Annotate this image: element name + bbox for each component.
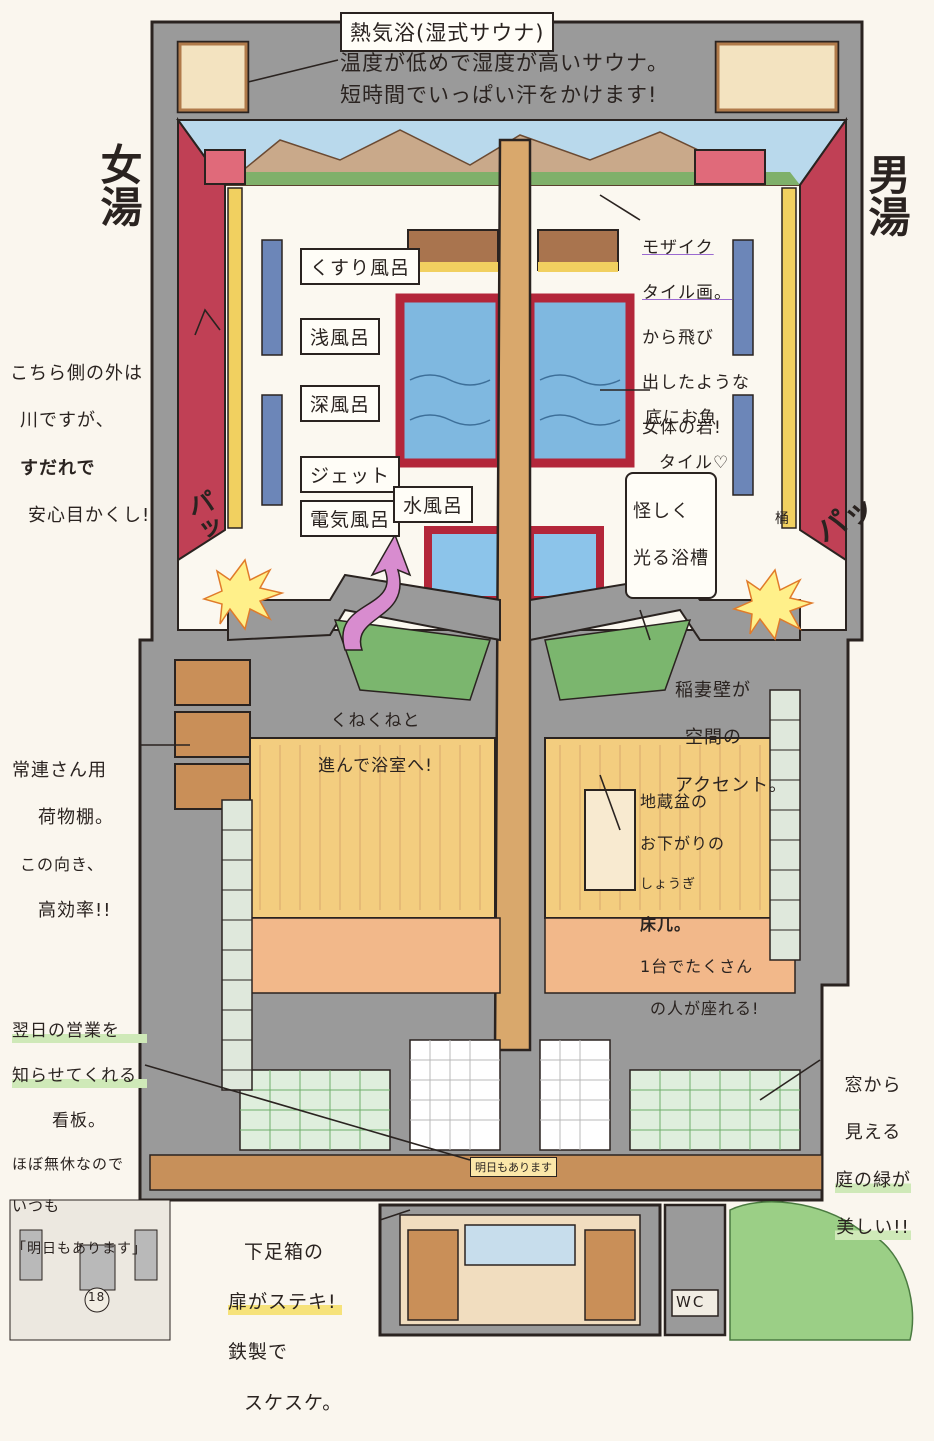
- signboard-line-2: 知らせてくれる: [12, 1065, 147, 1088]
- locker-column-right: [769, 689, 801, 961]
- label-jet-bath: ジェット: [300, 456, 401, 493]
- corridor-line-2: 進んで浴室へ!: [318, 756, 433, 777]
- sauna-title: 熱気浴(湿式サウナ): [340, 12, 555, 52]
- shoebox-line-1: 下足箱の: [244, 1241, 325, 1264]
- annotation-garden-view: 窓から 見える 庭の緑が 美しい!!: [835, 1050, 911, 1264]
- annotation-fish-tiles: 底にお魚 タイル♡: [645, 385, 729, 497]
- river-line-3: すだれで: [20, 457, 96, 479]
- tomorrow-open-sign: 明日もあります: [470, 1157, 557, 1177]
- label-cold-bath: 水風呂: [393, 486, 474, 523]
- shoebox-line-2: 扉がステキ!: [228, 1290, 343, 1316]
- jizo-line-4: 床几。: [640, 914, 692, 934]
- annotation-bucket: 桶: [775, 511, 790, 527]
- signboard-line-6: 「明日もあります」: [12, 1240, 147, 1257]
- inazuma-line-2: 空間の: [685, 727, 742, 749]
- womens-bath-heading: 女湯: [94, 143, 143, 227]
- shoe-lockers-left: [407, 1229, 459, 1321]
- label-electric-bath: 電気風呂: [300, 500, 401, 537]
- signboard-line-3: 看板。: [52, 1111, 106, 1132]
- bike-tag-number: 18: [88, 1290, 106, 1304]
- burst-right: [731, 568, 815, 641]
- wc-label: WC: [676, 1293, 706, 1311]
- sauna-description-line-1: 温度が低めで湿度が高いサウナ。: [340, 51, 669, 75]
- route-arrow: [342, 533, 412, 651]
- tiles-center-right: [539, 1039, 611, 1151]
- sento-floorplan-illustration: 熱気浴(湿式サウナ) 温度が低めで湿度が高いサウナ。 短時間でいっぱい汗をかけま…: [9, 12, 914, 1414]
- mens-bath-heading: 男湯: [862, 153, 911, 237]
- locker-column-left: [221, 799, 253, 1091]
- glow-line-2: 光る浴槽: [633, 548, 709, 570]
- river-line-2: 川ですが、: [20, 410, 115, 432]
- center-partition: [493, 138, 532, 1052]
- river-line-4: 安心目かくし!: [28, 505, 151, 527]
- garden-line-1: 窓から: [844, 1074, 902, 1096]
- annotation-corridor: くねくねと 進んで浴室へ!: [318, 688, 433, 800]
- changing-floor-right: [544, 917, 796, 994]
- annotation-shogi-bench: 地蔵盆の お下がりの しょうぎ 床几。 1台でたくさん の人が座れる!: [640, 770, 759, 1040]
- shelf-line-2: 荷物棚。: [38, 807, 114, 829]
- annotation-glowing-tub: 怪しく 光る浴槽: [625, 472, 717, 599]
- annotation-signboard: 翌日の営業を 知らせてくれる 看板。 ほぼ無休なので いつも 「明日もあります」: [12, 998, 147, 1280]
- signboard-line-1: 翌日の営業を: [12, 1020, 147, 1043]
- main-pool-left: [395, 293, 505, 468]
- floorplan-drawing: [9, 20, 914, 1341]
- annotation-inazuma-wall: 稲妻壁が 空間の アクセント。: [675, 655, 788, 821]
- shoe-lockers-right: [584, 1229, 636, 1321]
- corridor-line-1: くねくねと: [330, 711, 421, 732]
- garden-line-3: 庭の緑が: [835, 1168, 911, 1193]
- inazuma-line-3: アクセント。: [675, 774, 788, 796]
- mosaic-line-5: 女体の岩!: [642, 417, 722, 438]
- garden-line-4: 美しい!!: [835, 1216, 911, 1240]
- luggage-shelf: [174, 659, 251, 810]
- inazuma-line-1: 稲妻壁が: [675, 679, 751, 701]
- shelf-line-1: 常連さん用: [12, 759, 107, 781]
- shoebox-line-4: スケスケ。: [244, 1391, 343, 1414]
- river-line-1: こちら側の外は: [10, 362, 143, 384]
- jizo-line-5: 1台でたくさん: [640, 957, 754, 977]
- mosaic-line-1: モザイク: [642, 238, 714, 259]
- sauna-room-right: [714, 40, 840, 114]
- changing-room-left-wall: [249, 737, 496, 919]
- annotation-river: こちら側の外は 川ですが、 すだれで 安心目かくし!: [10, 338, 150, 552]
- bike-parking: [9, 1199, 171, 1341]
- garden-line-2: 見える: [844, 1122, 902, 1144]
- jizo-line-6: の人が座れる!: [650, 999, 760, 1019]
- jizo-line-2: お下がりの: [640, 834, 726, 854]
- jizo-line-3: しょうぎ: [640, 876, 697, 892]
- burst-left: [201, 558, 285, 631]
- mosaic-line-3: から飛び: [642, 328, 714, 349]
- annotation-mosaic: モザイク タイル画。 から飛び 出したような 女体の岩!: [642, 215, 750, 462]
- sauna-description-line-2: 短時間でいっぱい汗をかけます!: [340, 83, 658, 107]
- sauna-room-left: [176, 40, 250, 114]
- jizo-line-1: 地蔵盆の: [640, 792, 709, 812]
- glow-line-1: 怪しく: [633, 500, 690, 522]
- mosaic-line-2: タイル画。: [642, 283, 732, 304]
- shogi-bench: [584, 789, 636, 891]
- shelf-line-3: この向き、: [20, 854, 104, 874]
- signboard-line-4: ほぼ無休なので: [12, 1155, 125, 1174]
- annotation-luggage-shelf: 常連さん用 荷物棚。 この向き、 高効率!!: [12, 735, 114, 946]
- changing-floor-left: [229, 917, 501, 994]
- shelf-line-4: 高効率!!: [38, 899, 112, 921]
- fish-line-2: タイル♡: [659, 453, 730, 474]
- label-shallow-bath: 浅風呂: [300, 318, 381, 355]
- tiles-center-left: [409, 1039, 501, 1151]
- mosaic-line-4: 出したような: [642, 373, 750, 394]
- label-deep-bath: 深風呂: [300, 385, 381, 422]
- label-medicine-bath: くすり風呂: [300, 248, 421, 285]
- annotation-shoe-locker: 下足箱の 扉がステキ! 鉄製で スケスケ。: [228, 1215, 343, 1441]
- signboard-line-5: いつも: [12, 1197, 61, 1216]
- fish-line-1: 底にお魚: [645, 408, 717, 429]
